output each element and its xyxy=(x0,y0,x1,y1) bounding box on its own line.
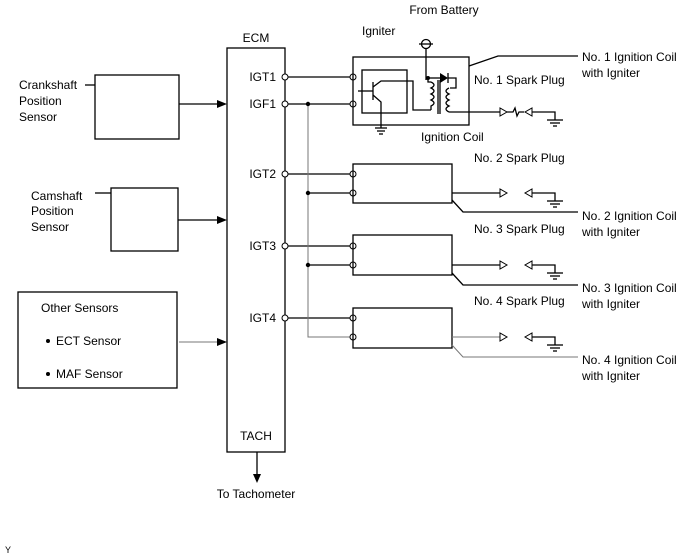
svg-text:Crankshaft: Crankshaft xyxy=(19,78,78,92)
coil-leader xyxy=(451,199,578,213)
battery-terminal-icon xyxy=(419,38,440,83)
tach-arrow xyxy=(253,474,261,483)
pin-igf1: IGF1 xyxy=(249,97,276,111)
pin-tach: TACH xyxy=(240,429,272,443)
ground-icon xyxy=(375,127,387,135)
ecm-coil-wiring xyxy=(285,76,353,338)
ground-wire xyxy=(532,336,556,345)
ground-icon xyxy=(547,344,563,352)
pin-igt2: IGT2 xyxy=(249,167,276,181)
coil-1-name: No. 1 Ignition Coil xyxy=(582,50,677,64)
coil-leader xyxy=(451,272,578,286)
coil-3 xyxy=(352,234,578,286)
coil-4-sub: with Igniter xyxy=(581,369,640,383)
other-arrow xyxy=(217,338,227,346)
camshaft-sensor-box xyxy=(110,187,179,252)
svg-text:Position: Position xyxy=(19,94,62,108)
crank-arrow xyxy=(217,100,227,108)
coil-3-name: No. 3 Ignition Coil xyxy=(582,281,677,295)
spark-plug-electrode-icon xyxy=(499,260,509,270)
camshaft-sensor-label: Camshaft Position Sensor xyxy=(31,189,83,234)
other-sensors-box xyxy=(17,291,178,389)
terminals xyxy=(281,73,357,341)
coil-2 xyxy=(352,163,578,213)
spark-plug-2-label: No. 2 Spark Plug xyxy=(474,151,565,165)
spark-plug-electrode-icon xyxy=(499,188,509,198)
coil-box xyxy=(352,163,453,204)
coil-1-leader xyxy=(468,55,578,67)
maf-sensor-label: MAF Sensor xyxy=(56,367,123,381)
ground-icon xyxy=(547,272,563,280)
spark-plug-1-label: No. 1 Spark Plug xyxy=(474,73,565,87)
bullet xyxy=(46,372,50,376)
coil-box xyxy=(352,307,453,349)
pin-igt1: IGT1 xyxy=(249,70,276,84)
ignition-coil-label: Ignition Coil xyxy=(421,130,484,144)
bullet xyxy=(46,339,50,343)
spark-plug-electrode-icon xyxy=(499,332,509,342)
ecm-title: ECM xyxy=(243,31,270,45)
coil-2-sub: with Igniter xyxy=(581,225,640,239)
from-battery-label: From Battery xyxy=(409,3,478,17)
spark-plug-3-label: No. 3 Spark Plug xyxy=(474,222,565,236)
ecm-box xyxy=(226,47,286,453)
other-sensors-title: Other Sensors xyxy=(41,301,118,315)
crankshaft-sensor-box xyxy=(94,74,180,140)
coil-leader xyxy=(451,344,578,358)
coil-1-sub: with Igniter xyxy=(581,66,640,80)
spark-plug-4-label: No. 4 Spark Plug xyxy=(474,294,565,308)
coil-2-name: No. 2 Ignition Coil xyxy=(582,209,677,223)
ground-wire xyxy=(532,192,556,201)
ground-wire xyxy=(532,264,556,273)
coil-3-sub: with Igniter xyxy=(581,297,640,311)
transistor-icon xyxy=(358,80,431,128)
ect-sensor-label: ECT Sensor xyxy=(56,334,121,348)
coil-box xyxy=(352,234,453,276)
corner-mark: Y xyxy=(5,545,11,555)
svg-text:Camshaft: Camshaft xyxy=(31,189,83,203)
to-tachometer-label: To Tachometer xyxy=(217,487,296,501)
pin-igt4: IGT4 xyxy=(249,311,276,325)
spark-plug-electrode-icon xyxy=(523,260,533,270)
ground-icon xyxy=(547,200,563,208)
coil-4-name: No. 4 Ignition Coil xyxy=(582,353,677,367)
spark-plug-electrode-icon xyxy=(523,188,533,198)
svg-text:Sensor: Sensor xyxy=(19,110,57,124)
crankshaft-sensor-label: Crankshaft Position Sensor xyxy=(19,78,78,124)
diode-icon xyxy=(440,73,457,89)
coil-4 xyxy=(352,307,578,358)
pin-igt3: IGT3 xyxy=(249,239,276,253)
spark-plug-1-icon xyxy=(499,106,563,127)
svg-text:Sensor: Sensor xyxy=(31,220,69,234)
igniter-label: Igniter xyxy=(362,24,395,38)
cam-arrow xyxy=(217,216,227,224)
transformer-coil-icon xyxy=(429,80,500,114)
coil-1-box xyxy=(352,56,470,126)
svg-text:Position: Position xyxy=(31,204,74,218)
spark-plug-electrode-icon xyxy=(523,332,533,342)
